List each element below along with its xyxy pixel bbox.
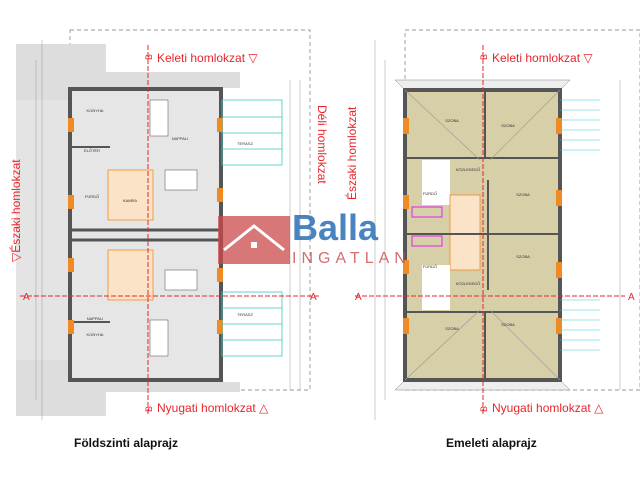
room-label: KÖZLEKEDŐ	[456, 167, 480, 172]
room-label: KÖZLEKEDŐ	[456, 281, 480, 286]
staircase	[107, 249, 154, 301]
room-label: TERASZ	[237, 141, 253, 146]
terrace-below	[560, 99, 600, 351]
west-facade-label: Nyugati homlokzat △	[492, 401, 604, 415]
watermark-brand: Balla	[292, 207, 379, 248]
section-mark-b: B	[144, 54, 154, 60]
room-label: SZOBA	[445, 118, 459, 123]
staircase	[107, 169, 154, 221]
section-mark-a: A	[355, 292, 362, 303]
terrace	[221, 99, 283, 357]
section-mark-a: A	[628, 292, 635, 303]
room-label: SZOBA	[445, 326, 459, 331]
watermark-sub: INGATLAN	[292, 250, 411, 267]
room-label: NAPPALI	[87, 316, 104, 321]
room-label: SZOBA	[501, 123, 515, 128]
north-facade-label: ▽Északi homlokzat	[8, 159, 23, 262]
room-label: TERASZ	[237, 312, 253, 317]
ground-floor-walls	[68, 87, 223, 382]
staircase	[449, 194, 481, 271]
room-label: ELŐTÉR	[84, 148, 100, 153]
room-label: FÜRDŐ	[85, 194, 99, 199]
ground-floor-title: Földszinti alaprajz	[74, 436, 179, 450]
upper-floor-plan: SZOBA SZOBA KÖZLEKEDŐ FÜRDŐ SZOBA SZOBA …	[374, 29, 640, 420]
room-label: KONYHA	[87, 108, 104, 113]
watermark-logo	[218, 216, 290, 264]
house-icon	[223, 224, 285, 252]
south-facade-label: Déli homlokzat	[315, 105, 329, 184]
section-mark-b: B	[479, 54, 489, 60]
section-mark-a: A	[23, 292, 30, 303]
west-facade-label: Nyugati homlokzat △	[157, 401, 269, 415]
room-label: SZOBA	[501, 322, 515, 327]
room-label: SZOBA	[516, 192, 530, 197]
room-label: FÜRDŐ	[423, 264, 437, 269]
section-mark-b: B	[479, 406, 489, 412]
room-label: KAMRA	[123, 198, 138, 203]
upper-floor-title: Emeleti alaprajz	[446, 436, 537, 450]
room-label: FÜRDŐ	[423, 191, 437, 196]
room-label: SZOBA	[516, 254, 530, 259]
section-mark-b: B	[144, 406, 154, 412]
section-lines	[20, 45, 625, 415]
ground-floor-plan: KONYHA NAPPALI TERASZ ELŐTÉR FÜRDŐ KAMRA…	[16, 29, 311, 420]
east-facade-label: Keleti homlokzat ▽	[157, 51, 258, 65]
north-facade-label: Északi homlokzat	[344, 106, 359, 200]
room-label: NAPPALI	[172, 136, 189, 141]
room-label: KONYHA	[87, 332, 104, 337]
section-mark-a: A	[310, 292, 317, 303]
east-facade-label: Keleti homlokzat ▽	[492, 51, 593, 65]
